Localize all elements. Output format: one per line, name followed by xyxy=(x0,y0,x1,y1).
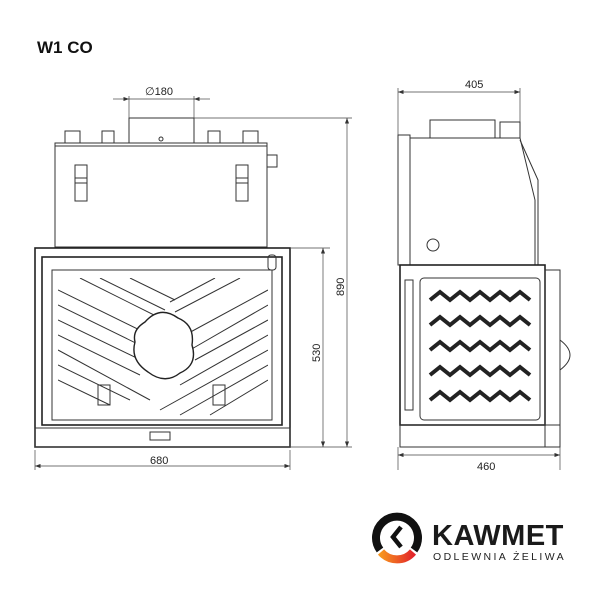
kawmet-logo-mark xyxy=(372,512,422,564)
side-dimensions: 405 460 xyxy=(397,79,561,473)
side-view xyxy=(397,119,571,448)
flue-diameter-label: ∅180 xyxy=(145,86,173,98)
side-bottom-depth-label: 460 xyxy=(477,461,495,473)
total-height-label: 890 xyxy=(335,278,347,296)
front-height-label: 530 xyxy=(311,344,323,362)
front-width-label: 680 xyxy=(150,455,168,467)
front-dimensions: ∅180 680 530 890 xyxy=(34,86,352,470)
brand-tagline: ODLEWNIA ŻELIWA xyxy=(433,551,567,563)
model-title: W1 CO xyxy=(37,38,93,57)
heat-exchanger xyxy=(428,289,532,403)
brand-name: KAWMET xyxy=(432,520,564,552)
front-view xyxy=(34,117,291,448)
side-top-depth-label: 405 xyxy=(465,79,483,91)
